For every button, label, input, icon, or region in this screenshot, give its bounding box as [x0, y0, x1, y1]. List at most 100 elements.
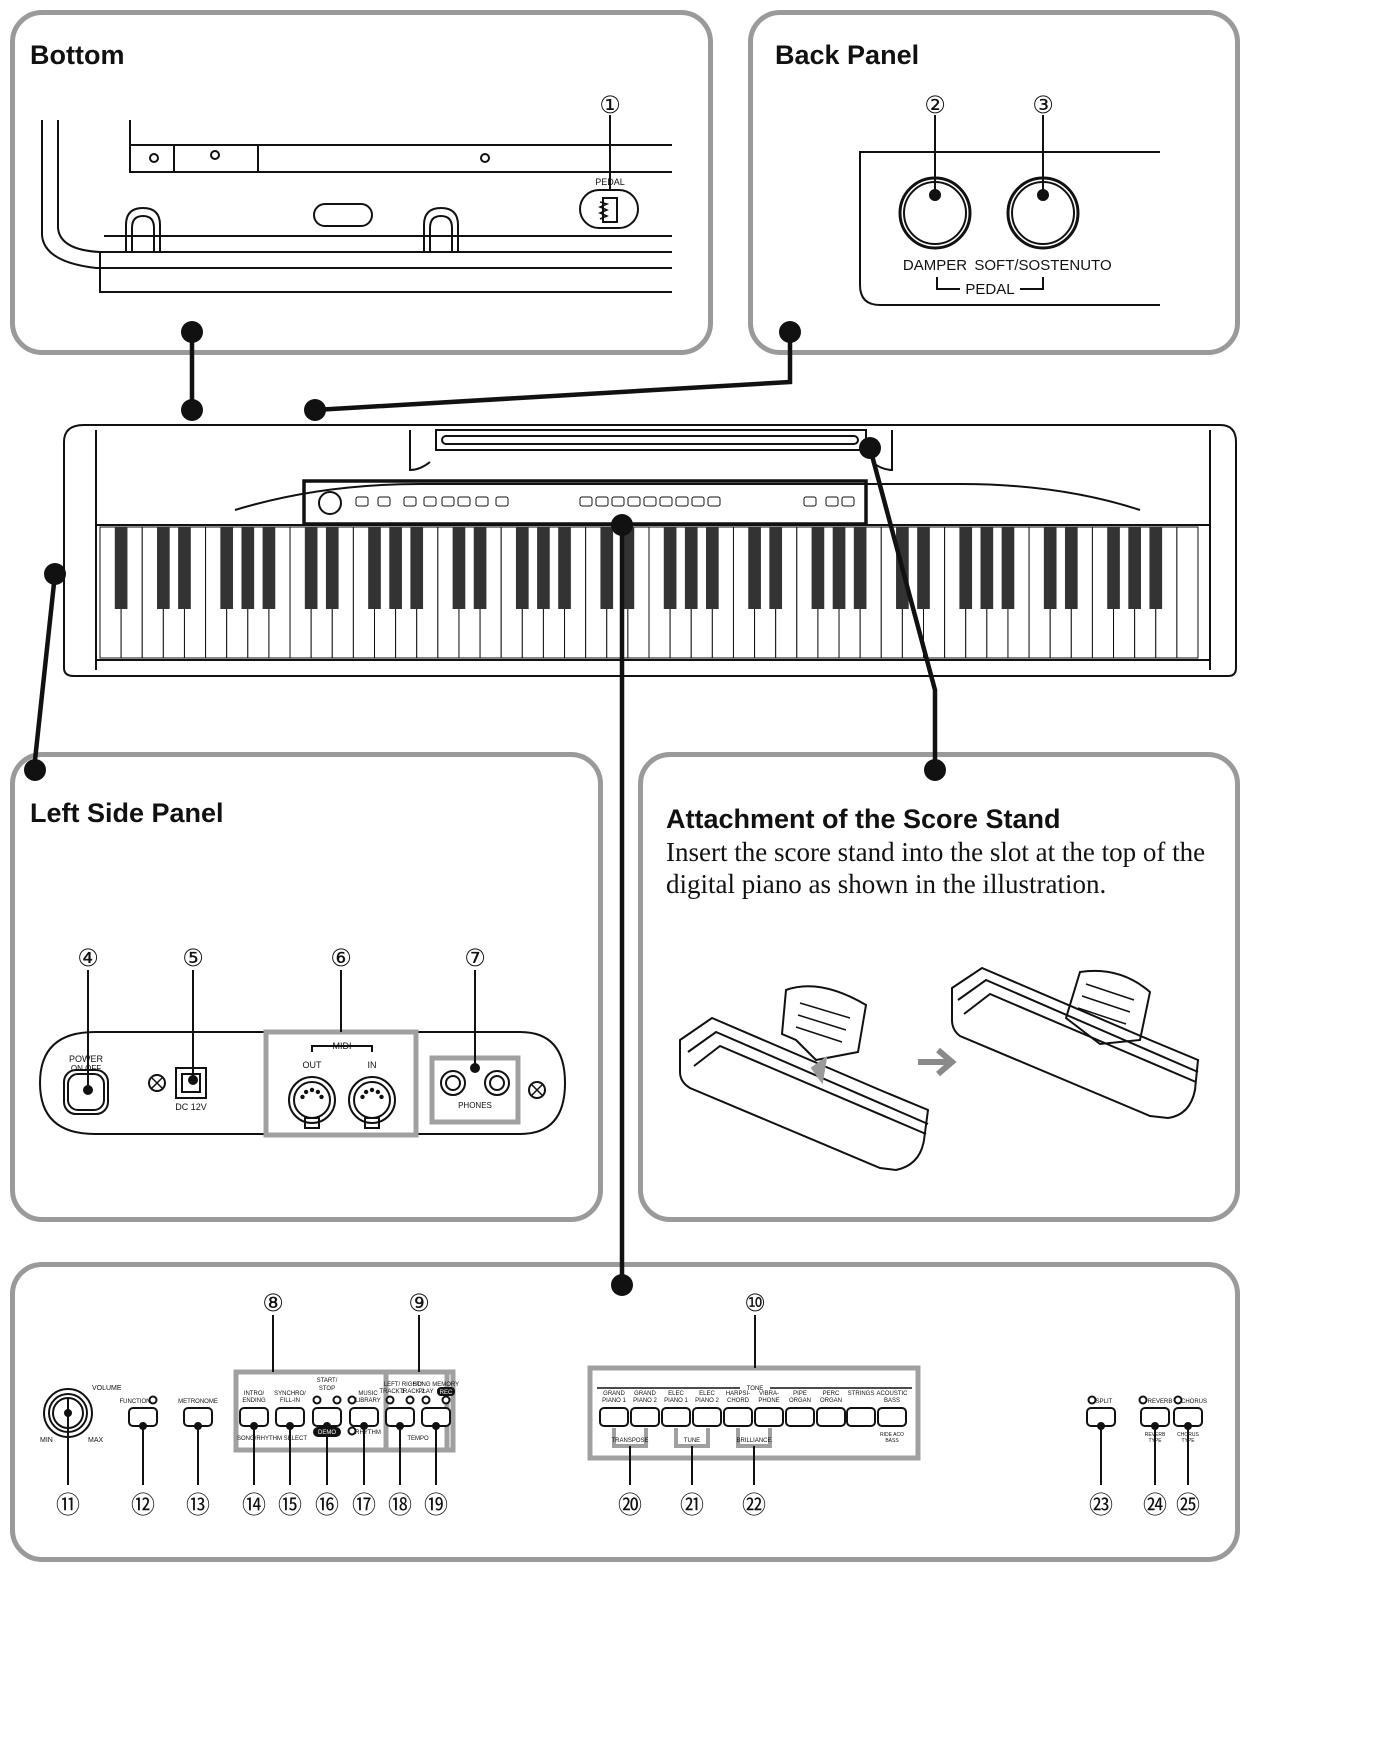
function-led: [148, 1395, 158, 1405]
black-key: [748, 527, 761, 609]
mini-panel-button: [355, 496, 369, 507]
mini-panel-button: [441, 496, 455, 507]
reverb-type-label: REVERB: [1145, 1432, 1166, 1438]
mini-panel-button: [595, 496, 609, 507]
tone-name-2: PIANO 1: [602, 1398, 626, 1404]
tone-name: HARPSI-: [726, 1391, 750, 1397]
left-track-label: LEFT/: [384, 1382, 401, 1388]
tempo-label: TEMPO: [407, 1436, 429, 1442]
tone-button[interactable]: [599, 1407, 629, 1427]
split-led: [1087, 1395, 1097, 1405]
split-label: SPLIT: [1096, 1399, 1113, 1405]
black-key: [262, 527, 276, 609]
tone-button[interactable]: [877, 1407, 907, 1427]
black-key: [706, 527, 719, 609]
mini-panel-button: [825, 496, 839, 507]
tone-button[interactable]: [785, 1407, 815, 1427]
volume-min-label: MIN: [40, 1437, 53, 1444]
callout-number-5: ⑤: [182, 944, 204, 972]
ending-label: ENDING: [242, 1398, 266, 1404]
black-key: [178, 527, 191, 609]
mini-panel-button: [475, 496, 489, 507]
leader-dot: [323, 1422, 331, 1430]
song-memory-label: SONG MEMORY: [413, 1382, 459, 1388]
leader-dot: [250, 1422, 258, 1430]
black-key: [1043, 527, 1057, 609]
chorus-type-label: CHORUS: [1177, 1432, 1199, 1438]
black-key: [515, 527, 529, 609]
tone-name-2: PIANO 2: [695, 1398, 719, 1404]
tone-name-2: PHONE: [758, 1398, 779, 1404]
callout-number-14: ⑭: [242, 1491, 266, 1519]
callout-number-2: ②: [924, 91, 946, 119]
tone-name: PERC: [823, 1391, 840, 1397]
black-key: [368, 527, 381, 609]
keyboard-illustration: [63, 424, 1237, 677]
callout-number-25: ㉕: [1176, 1491, 1200, 1519]
mini-panel-button: [627, 496, 641, 507]
rhythm-led: [347, 1426, 357, 1436]
mini-panel-button: [403, 496, 417, 507]
tone-button[interactable]: [692, 1407, 722, 1427]
midi-pin: [379, 1094, 384, 1100]
reverb-led: [1138, 1395, 1148, 1405]
volume-label: VOLUME: [92, 1385, 122, 1392]
leader-dot: [432, 1422, 440, 1430]
leader-dot: [360, 1422, 368, 1430]
tone-name-2: ORGAN: [820, 1398, 842, 1404]
power-label: POWER: [69, 1054, 104, 1064]
midi-pin: [360, 1094, 365, 1100]
chorus-led: [1173, 1395, 1183, 1405]
leader-dot: [396, 1422, 404, 1430]
tone-name-2: PIANO 2: [633, 1398, 657, 1404]
leader-dot: [1151, 1422, 1159, 1430]
ride-bass-label: BASS: [885, 1438, 899, 1444]
black-key: [157, 527, 170, 609]
tone-name-2: ORGAN: [789, 1398, 811, 1404]
midi-pin: [375, 1089, 381, 1095]
mini-panel-button: [643, 496, 657, 507]
tone-button[interactable]: [723, 1407, 753, 1427]
music-label: MUSIC: [358, 1391, 378, 1397]
callout-number-23: ㉓: [1089, 1491, 1113, 1519]
mini-panel-button: [691, 496, 705, 507]
track2-label: TRACK 2: [399, 1389, 425, 1395]
black-key: [853, 527, 867, 609]
damper-label: DAMPER: [903, 257, 967, 274]
back-panel-illustration: [859, 115, 1160, 306]
tone-name: GRAND: [634, 1391, 656, 1397]
mini-panel-button: [579, 496, 593, 507]
song-rhythm-select-label: SONG/RHYTHM SELECT: [237, 1436, 307, 1442]
on-off-label: ON OFF: [71, 1064, 101, 1073]
callout-number-18: ⑱: [388, 1491, 412, 1519]
bottom-pedal-label: PEDAL: [595, 177, 625, 187]
mini-panel-button: [457, 496, 471, 507]
tone-button[interactable]: [630, 1407, 660, 1427]
start-label: START/: [317, 1378, 338, 1384]
rec-badge: [437, 1387, 455, 1396]
leader-dot: [1184, 1422, 1192, 1430]
synchro-label: SYNCHRO/: [274, 1391, 306, 1397]
tone-button[interactable]: [846, 1407, 876, 1427]
black-key: [917, 527, 930, 609]
tone-button[interactable]: [661, 1407, 691, 1427]
stop-label: STOP: [319, 1386, 335, 1392]
rec-label: REC: [440, 1390, 453, 1396]
tone-button[interactable]: [754, 1407, 784, 1427]
black-key: [1107, 527, 1120, 609]
callout-number-4: ④: [77, 944, 99, 972]
score-stand-text-line2: digital piano as shown in the illustrati…: [666, 869, 1107, 899]
tone-button[interactable]: [816, 1407, 846, 1427]
callout-number-1: ①: [599, 91, 621, 119]
callout-number-16: ⑯: [315, 1491, 339, 1519]
right-track-label: RIGHT/: [402, 1382, 423, 1388]
controls-illustration: [43, 1315, 1203, 1485]
black-key: [600, 527, 614, 609]
black-key: [304, 527, 318, 609]
black-key: [1149, 527, 1163, 609]
callout-number-9: ⑨: [408, 1289, 430, 1317]
black-key: [663, 527, 677, 609]
mini-panel-button: [495, 496, 509, 507]
black-key: [410, 527, 424, 609]
